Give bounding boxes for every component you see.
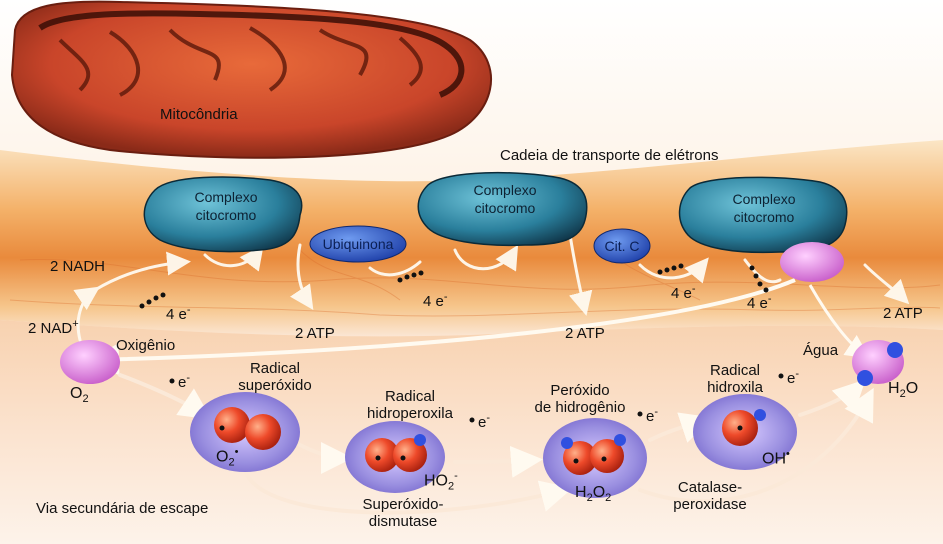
peroxide-line2: de hidrogênio xyxy=(535,399,626,416)
e2-text: 4 e xyxy=(423,293,444,310)
nadh-label: 2 NADH xyxy=(50,258,105,275)
h2o-a: H xyxy=(888,380,900,397)
electrons-4: 4 e- xyxy=(747,291,772,312)
mitochondria-label: Mitocôndria xyxy=(160,106,238,123)
complex2-label: Complexo citocromo xyxy=(473,181,536,217)
sod-line1: Superóxido- xyxy=(363,496,444,513)
ho2-base: HO xyxy=(424,472,448,489)
electrons-2: 4 e- xyxy=(423,289,448,310)
ho2-sup: - xyxy=(454,470,458,482)
cyt-c-label: Cit. C xyxy=(605,238,640,255)
mitochondrion-shape xyxy=(12,2,491,158)
h2o2-sub2: 2 xyxy=(605,492,611,504)
electrons-1: 4 e- xyxy=(166,302,191,323)
nad-label: 2 NAD+ xyxy=(28,316,79,337)
etc-title: Cadeia de transporte de elétrons xyxy=(500,147,718,164)
oh-formula: OH• xyxy=(762,448,790,468)
hydroxyl-line2: hidroxila xyxy=(707,379,763,396)
atp-label-2: 2 ATP xyxy=(565,325,605,342)
superoxide-line2: superóxido xyxy=(238,377,311,394)
atp-label-1: 2 ATP xyxy=(295,325,335,342)
superoxide-line1: Radical xyxy=(238,360,311,377)
ho2-formula: HO2- xyxy=(424,470,458,493)
o2r-sup: • xyxy=(235,446,239,458)
e1-sup: - xyxy=(187,304,191,316)
ubiquinone-label: Ubiquinona xyxy=(323,236,394,253)
hydroperoxyl-line2: hidroperoxila xyxy=(367,405,453,422)
peroxide-line1: Peróxido xyxy=(535,382,626,399)
o2-sub: 2 xyxy=(82,393,88,405)
nad-text: 2 NAD xyxy=(28,320,72,337)
e4-text: 4 e xyxy=(747,295,768,312)
es1-sup: - xyxy=(186,372,190,384)
complex1-label: Complexo citocromo xyxy=(194,188,257,224)
es3-sup: - xyxy=(654,406,658,418)
h2o2-a: H xyxy=(575,484,587,501)
complex1-line1: Complexo xyxy=(194,188,257,206)
e1-text: 4 e xyxy=(166,306,187,323)
complex1-line2: citocromo xyxy=(194,206,257,224)
complex2-line2: citocromo xyxy=(473,199,536,217)
catalase-line1: Catalase- xyxy=(673,479,746,496)
complex3-line2: citocromo xyxy=(732,208,795,226)
oh-sup: • xyxy=(786,448,790,460)
hydroperoxyl-line1: Radical xyxy=(367,388,453,405)
es2-sup: - xyxy=(486,412,490,424)
atp-label-3: 2 ATP xyxy=(883,305,923,322)
electron-2: e- xyxy=(478,410,490,431)
sod-line2: dismutase xyxy=(363,513,444,530)
o2r-base: O xyxy=(216,448,228,465)
hydroxyl-radical-label: Radical hidroxila xyxy=(707,362,763,396)
h2o-b: O xyxy=(906,380,918,397)
e3-sup: - xyxy=(692,283,696,295)
oxygen-label: Oxigênio xyxy=(116,337,175,354)
complex3-label: Complexo citocromo xyxy=(732,190,795,226)
e2-sup: - xyxy=(444,291,448,303)
sod-label: Superóxido- dismutase xyxy=(363,496,444,530)
electron-1: e- xyxy=(178,370,190,391)
o2-radical-formula: O2• xyxy=(216,446,238,469)
h2o2-formula: H2O2 xyxy=(575,484,611,504)
h2o-formula: H2O xyxy=(888,380,918,400)
hydrogen-peroxide-label: Peróxido de hidrogênio xyxy=(535,382,626,416)
o2-base: O xyxy=(70,385,82,402)
escape-route-label: Via secundária de escape xyxy=(36,500,208,517)
o2-formula: O2 xyxy=(70,385,89,405)
ho2-sub: 2 xyxy=(448,481,454,493)
e3-text: 4 e xyxy=(671,285,692,302)
oh-base: OH xyxy=(762,450,786,467)
es4-sup: - xyxy=(795,368,799,380)
nad-sup: + xyxy=(72,318,78,330)
hydroxyl-line1: Radical xyxy=(707,362,763,379)
superoxide-radical-label: Radical superóxido xyxy=(238,360,311,394)
water-label: Água xyxy=(803,342,838,359)
h2o2-b: O xyxy=(593,484,605,501)
catalase-line2: peroxidase xyxy=(673,496,746,513)
complex2-line1: Complexo xyxy=(473,181,536,199)
e4-sup: - xyxy=(768,293,772,305)
electron-4: e- xyxy=(787,366,799,387)
electrons-3: 4 e- xyxy=(671,281,696,302)
complex3-line1: Complexo xyxy=(732,190,795,208)
catalase-label: Catalase- peroxidase xyxy=(673,479,746,513)
hydroperoxyl-radical-label: Radical hidroperoxila xyxy=(367,388,453,422)
o2r-sub: 2 xyxy=(228,457,234,469)
electron-3: e- xyxy=(646,404,658,425)
